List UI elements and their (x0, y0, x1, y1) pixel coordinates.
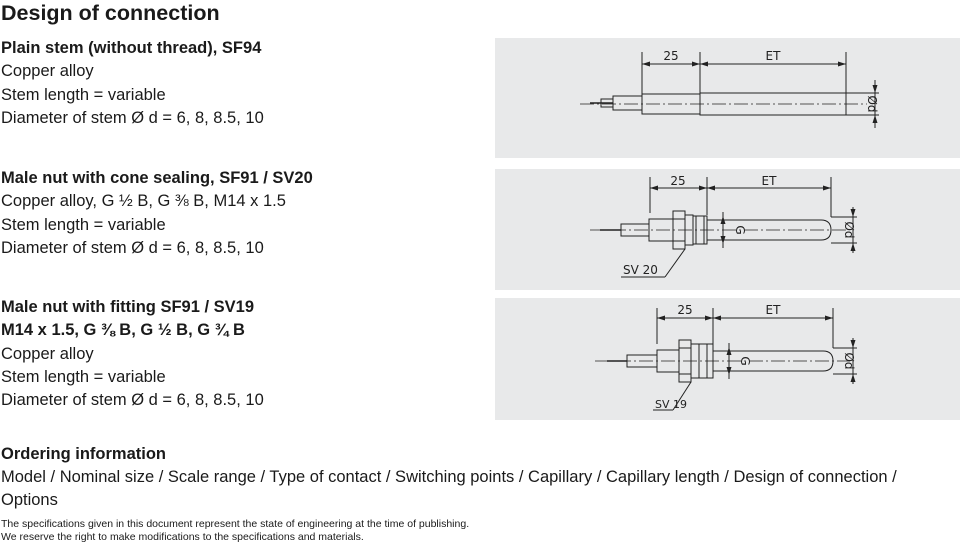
callout-label: SV 20 (623, 263, 658, 277)
dim-25-label: 25 (677, 303, 692, 317)
technical-drawing: 25 ET G Ød SV 19 (595, 303, 857, 411)
footer-line: The specifications given in this documen… (1, 518, 470, 530)
section-cone-sealing: Male nut with cone sealing, SF91 / SV20 … (1, 167, 313, 260)
ordering-heading: Ordering information (1, 445, 166, 463)
page-title: Design of connection (1, 1, 220, 25)
drawing-cone-sealing: 25 ET G Ød SV 20 (495, 169, 960, 290)
stem-length-line: Stem length = variable (1, 85, 166, 104)
dim-d-label: Ød (842, 352, 856, 369)
drawing-plain-stem: 25 ET Ød (495, 38, 960, 158)
dim-25-label: 25 (670, 174, 685, 188)
section-heading: Male nut with cone sealing, SF91 / SV20 (1, 169, 313, 187)
drawing-fitting: 25 ET G Ød SV 19 (495, 298, 960, 420)
stem-diameter-line: Diameter of stem Ø d = 6, 8, 8.5, 10 (1, 108, 264, 127)
section-plain-stem: Plain stem (without thread), SF94 Copper… (1, 37, 264, 130)
dim-d-label: Ød (865, 95, 879, 112)
material-line: Copper alloy, G ½ B, G ⅜ B, M14 x 1.5 (1, 192, 286, 211)
stem-length-line: Stem length = variable (1, 215, 166, 234)
stem-diameter-line: Diameter of stem Ø d = 6, 8, 8.5, 10 (1, 391, 264, 410)
dim-g-label: G (733, 225, 747, 234)
dim-et-label: ET (766, 49, 782, 63)
material-line: Copper alloy (1, 62, 94, 81)
dim-et-label: ET (766, 303, 782, 317)
section-heading: Plain stem (without thread), SF94 (1, 39, 262, 57)
ordering-text: Model / Nominal size / Scale range / Typ… (1, 468, 897, 509)
section-heading: Male nut with fitting SF91 / SV19 (1, 298, 255, 316)
footer-line: We reserve the right to make modificatio… (1, 530, 364, 543)
stem-length-line: Stem length = variable (1, 367, 166, 386)
stem-diameter-line: Diameter of stem Ø d = 6, 8, 8.5, 10 (1, 238, 264, 257)
technical-drawing: 25 ET Ød (580, 49, 879, 128)
dim-g-label: G (738, 356, 752, 365)
dim-et-label: ET (762, 174, 778, 188)
footer-disclaimer: The specifications given in this documen… (1, 518, 469, 543)
ordering-information: Ordering information Model / Nominal siz… (1, 443, 956, 512)
material-line: Copper alloy (1, 344, 94, 363)
thread-sizes-heading: M14 x 1.5, G ⅜ B, G ½ B, G ¾ B (1, 321, 245, 340)
callout-label: SV 19 (655, 398, 687, 411)
dim-d-label: Ød (842, 221, 856, 238)
dim-25-label: 25 (663, 49, 678, 63)
technical-drawing: 25 ET G Ød SV 20 (590, 174, 857, 278)
section-fitting: Male nut with fitting SF91 / SV19 M14 x … (1, 296, 264, 412)
